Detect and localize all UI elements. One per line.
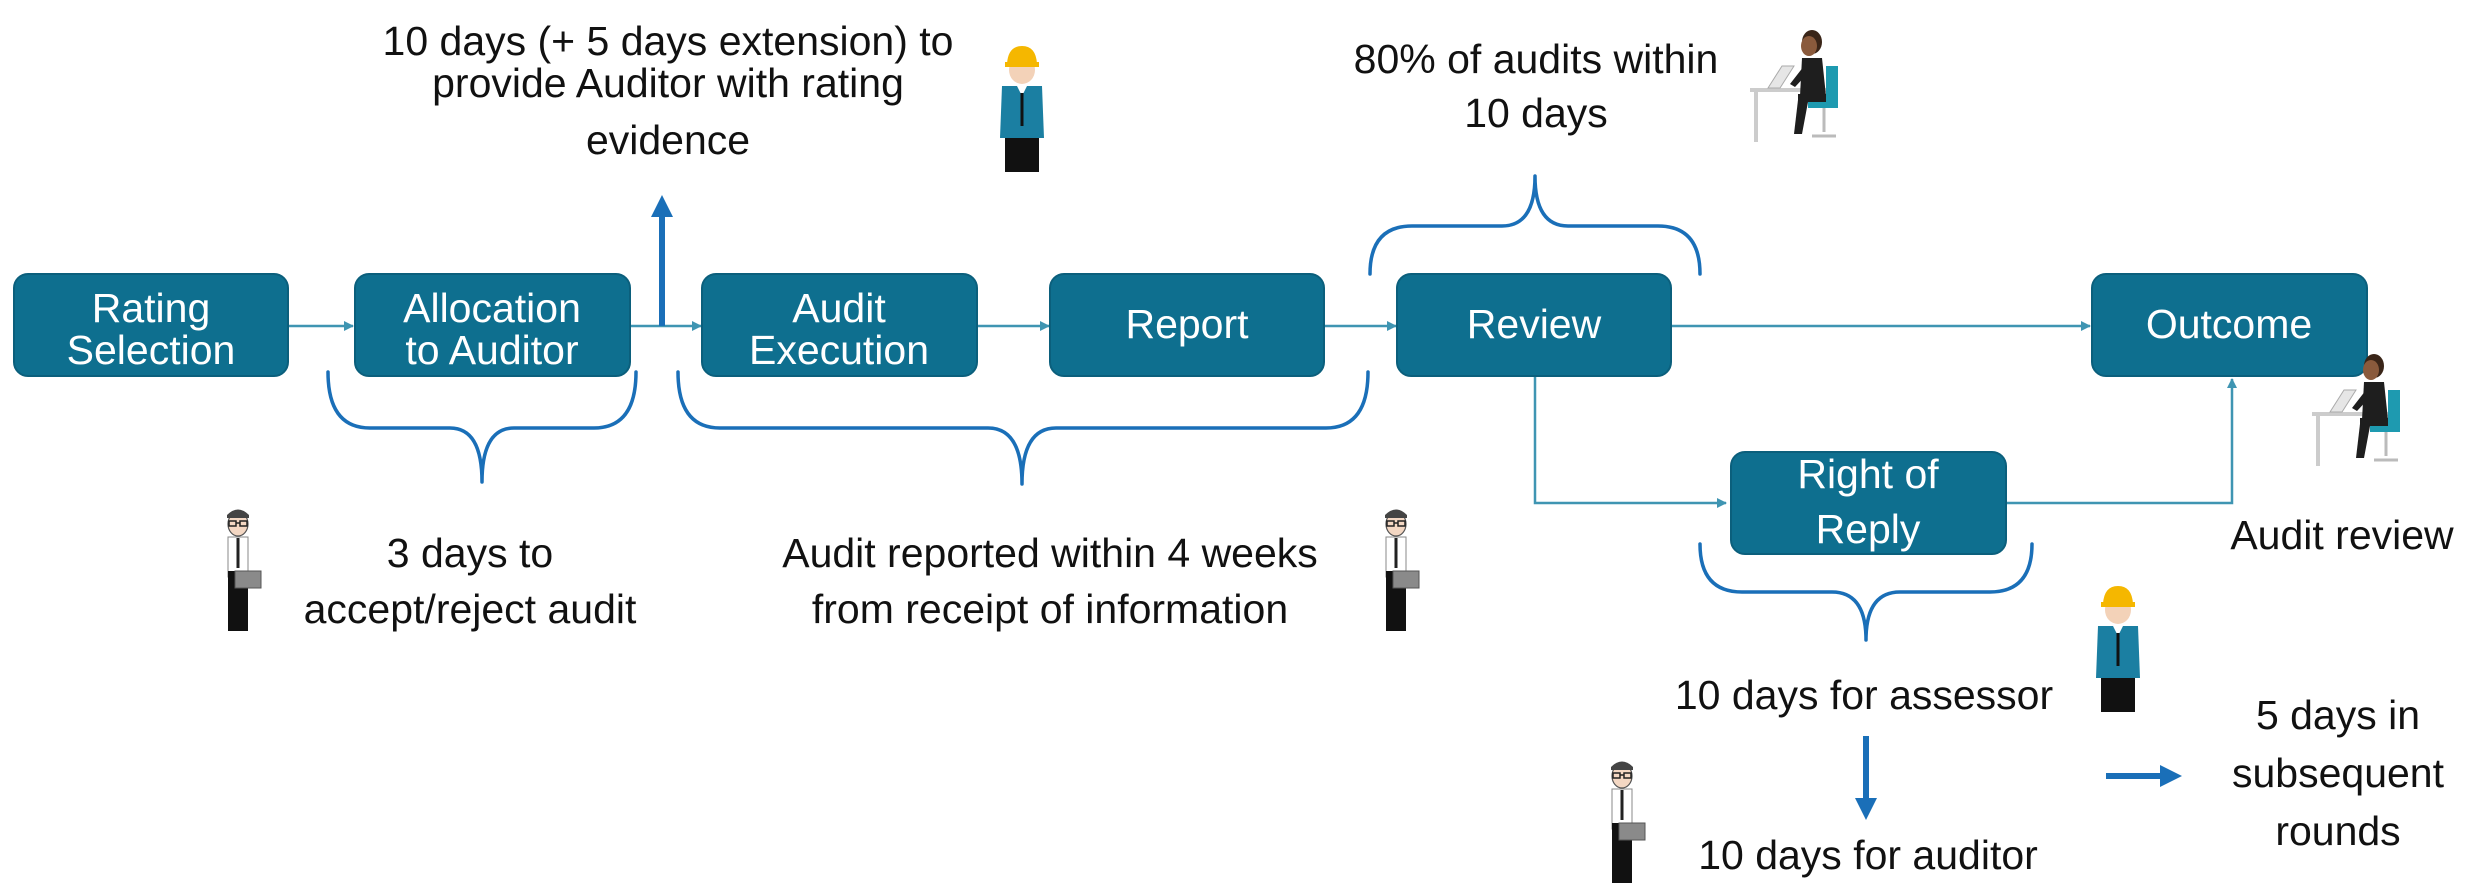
auditor-person-icon xyxy=(1609,760,1647,885)
box-allocation-line-1: Allocation xyxy=(403,285,581,331)
label-accept-line-1: 3 days to xyxy=(387,530,553,576)
brace-right-of-reply xyxy=(1698,542,2034,642)
label-reported-line-1: Audit reported within 4 weeks xyxy=(782,530,1318,576)
label-audits-within-10-days: 80% of audits within 10 days xyxy=(1354,36,1719,136)
assessor-person-icon xyxy=(2094,584,2142,714)
connector-review-to-right-of-reply xyxy=(1533,375,1727,508)
box-audit-execution-line-2: Execution xyxy=(749,327,929,373)
box-rating-selection-line-2: Selection xyxy=(67,327,236,373)
label-auditor-line-1: 10 days for auditor xyxy=(1698,832,2038,878)
label-audits-line-1: 80% of audits within xyxy=(1354,36,1719,82)
auditor-person-icon xyxy=(225,508,263,633)
process-connectors xyxy=(288,321,2237,508)
label-subsequent-line-1: 5 days in xyxy=(2256,692,2420,738)
box-audit-execution-line-1: Audit xyxy=(792,285,886,331)
label-evidence-line-2: provide Auditor with rating xyxy=(432,60,904,106)
brace-review-top xyxy=(1368,174,1702,276)
box-review: Review xyxy=(1396,273,1672,377)
label-accept-line-2: accept/reject audit xyxy=(304,586,637,632)
box-outcome-label: Outcome xyxy=(2146,301,2312,347)
braces xyxy=(326,174,2034,642)
label-assessor: 10 days for assessor xyxy=(1675,672,2053,718)
label-audits-line-2: 10 days xyxy=(1464,90,1608,136)
label-assessor-line-1: 10 days for assessor xyxy=(1675,672,2053,718)
label-subsequent-rounds: 5 days in subsequent rounds xyxy=(2232,692,2445,854)
label-audit-review-line-1: Audit review xyxy=(2230,512,2454,558)
blue-arrows xyxy=(651,195,2182,820)
box-audit-execution: Audit Execution xyxy=(701,273,978,377)
box-allocation-to-auditor: Allocation to Auditor xyxy=(354,273,631,377)
label-evidence: 10 days (+ 5 days extension) to provide … xyxy=(383,18,954,163)
label-evidence-line-1: 10 days (+ 5 days extension) to xyxy=(383,18,954,64)
brace-execution-report xyxy=(676,370,1370,486)
box-review-label: Review xyxy=(1467,301,1602,347)
label-auditor: 10 days for auditor xyxy=(1698,832,2038,878)
brace-allocation xyxy=(326,370,638,484)
label-reported-line-2: from receipt of information xyxy=(812,586,1288,632)
label-audit-review: Audit review xyxy=(2230,512,2454,558)
label-subsequent-line-2: subsequent xyxy=(2232,750,2445,796)
label-evidence-line-3: evidence xyxy=(586,117,750,163)
box-report-label: Report xyxy=(1125,301,1249,347)
reviewer-at-desk-icon xyxy=(1748,28,1840,144)
box-right-of-reply-line-2: Reply xyxy=(1816,506,1921,552)
box-report: Report xyxy=(1049,273,1325,377)
box-rating-selection-line-1: Rating xyxy=(92,285,211,331)
box-right-of-reply-line-1: Right of xyxy=(1797,451,1939,497)
auditor-person-icon xyxy=(1383,508,1421,633)
label-reported-within-4-weeks: Audit reported within 4 weeks from recei… xyxy=(782,530,1318,632)
box-outcome: Outcome xyxy=(2091,273,2368,377)
box-right-of-reply: Right of Reply xyxy=(1730,451,2007,555)
assessor-person-icon xyxy=(998,44,1046,174)
connector-right-of-reply-to-outcome xyxy=(2006,378,2237,505)
label-accept-reject: 3 days to accept/reject audit xyxy=(304,530,637,632)
label-subsequent-line-3: rounds xyxy=(2275,808,2400,854)
box-allocation-line-2: to Auditor xyxy=(405,327,578,373)
box-rating-selection: Rating Selection xyxy=(13,273,289,377)
